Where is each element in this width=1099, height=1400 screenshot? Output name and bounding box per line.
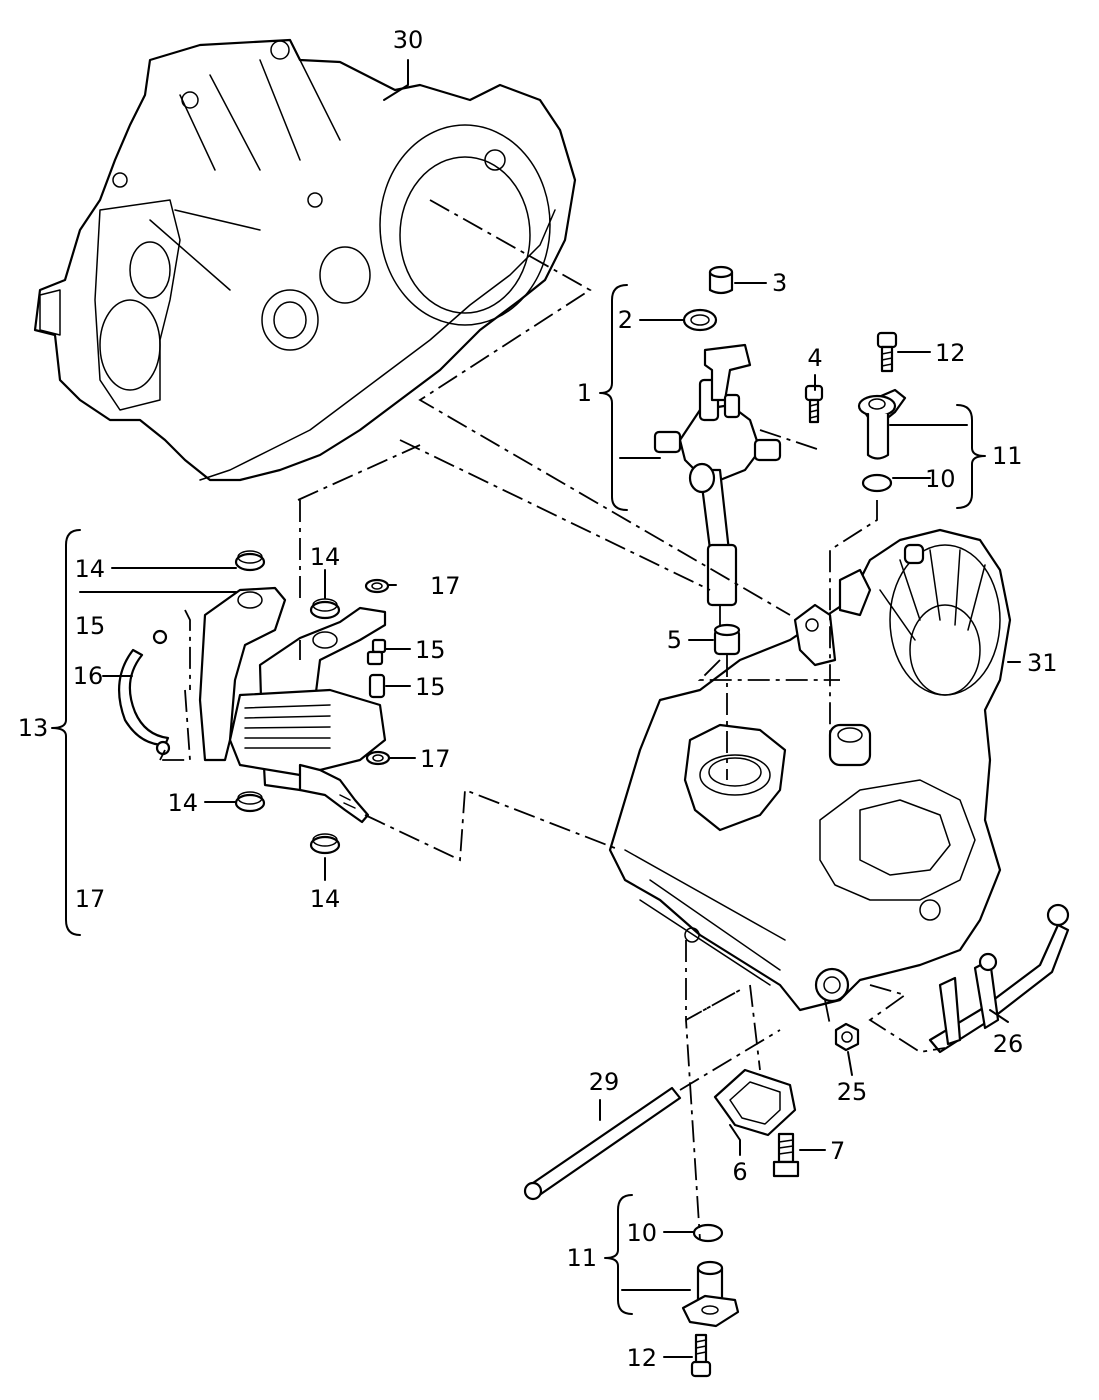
callout-2: 2 xyxy=(618,306,633,334)
callout-13: 13 xyxy=(18,714,49,742)
part-30-transmission-housing xyxy=(33,38,577,482)
callout-11-lower: 11 xyxy=(566,1244,597,1272)
callout-1: 1 xyxy=(577,379,592,407)
callout-30: 30 xyxy=(393,26,424,54)
callout-26: 26 xyxy=(993,1030,1024,1058)
callout-5: 5 xyxy=(667,626,682,654)
callout-11-upper: 11 xyxy=(992,442,1023,470)
callout-10-upper: 10 xyxy=(925,465,956,493)
part-14-bearing-left xyxy=(234,791,266,813)
callout-3: 3 xyxy=(772,269,787,297)
part-6-gasket-cover xyxy=(713,1068,797,1137)
part-11-upper-guide-sleeve xyxy=(857,388,907,460)
callout-12-upper: 12 xyxy=(935,339,966,367)
callout-17-mid: 17 xyxy=(420,745,451,773)
part-14-bearing-mid xyxy=(309,598,341,620)
callout-4: 4 xyxy=(807,344,822,372)
part-12-upper-screw xyxy=(876,331,898,373)
callout-12-lower: 12 xyxy=(626,1344,657,1372)
part-31-gearbox-case xyxy=(608,528,1012,1012)
part-17-circlip-upper xyxy=(364,578,390,594)
callout-labels: 30 3 2 4 12 1 11 10 14 14 17 15 5 15 31 … xyxy=(18,26,1058,1372)
part-14-bearing-bottom xyxy=(309,833,341,855)
callout-29: 29 xyxy=(589,1068,620,1096)
part-13-shift-fork-assembly xyxy=(118,586,387,824)
assembly-lines xyxy=(159,199,946,1241)
part-1-gear-selector xyxy=(653,343,782,607)
part-4-screw xyxy=(804,384,824,424)
callout-14-bottom: 14 xyxy=(310,885,341,913)
callout-15-left: 15 xyxy=(75,612,106,640)
part-15-pin-upper xyxy=(366,638,387,666)
callout-17-top: 17 xyxy=(430,572,461,600)
part-17-circlip-lower xyxy=(365,750,391,766)
part-2-seal-ring xyxy=(682,308,718,332)
part-10-lower-o-ring xyxy=(692,1223,724,1243)
callout-31: 31 xyxy=(1027,649,1058,677)
callout-10-lower: 10 xyxy=(626,1219,657,1247)
callout-15-upper: 15 xyxy=(415,636,446,664)
callout-14-top: 14 xyxy=(74,555,105,583)
part-14-bearing-top xyxy=(234,550,266,572)
callout-16: 16 xyxy=(73,662,104,690)
callout-17-bottom: 17 xyxy=(75,885,106,913)
part-12-lower-screw xyxy=(690,1333,712,1378)
part-29-rod xyxy=(523,1086,682,1201)
part-5-bushing xyxy=(713,623,741,656)
part-7-bolt xyxy=(772,1132,800,1178)
callout-7: 7 xyxy=(830,1137,845,1165)
leader-lines xyxy=(51,59,1021,1358)
part-25-nut xyxy=(834,1022,860,1052)
part-3-cap xyxy=(708,265,734,295)
callout-25: 25 xyxy=(837,1078,868,1106)
callout-14-left: 14 xyxy=(167,789,198,817)
part-15-pin-lower xyxy=(368,673,386,699)
callout-15-lower: 15 xyxy=(415,673,446,701)
part-2-seal-ring-inner xyxy=(690,314,710,326)
part-11-lower-guide-sleeve xyxy=(681,1260,740,1328)
callout-6: 6 xyxy=(732,1158,747,1186)
part-10-upper-o-ring xyxy=(861,473,893,493)
callout-14-mid: 14 xyxy=(310,543,341,571)
